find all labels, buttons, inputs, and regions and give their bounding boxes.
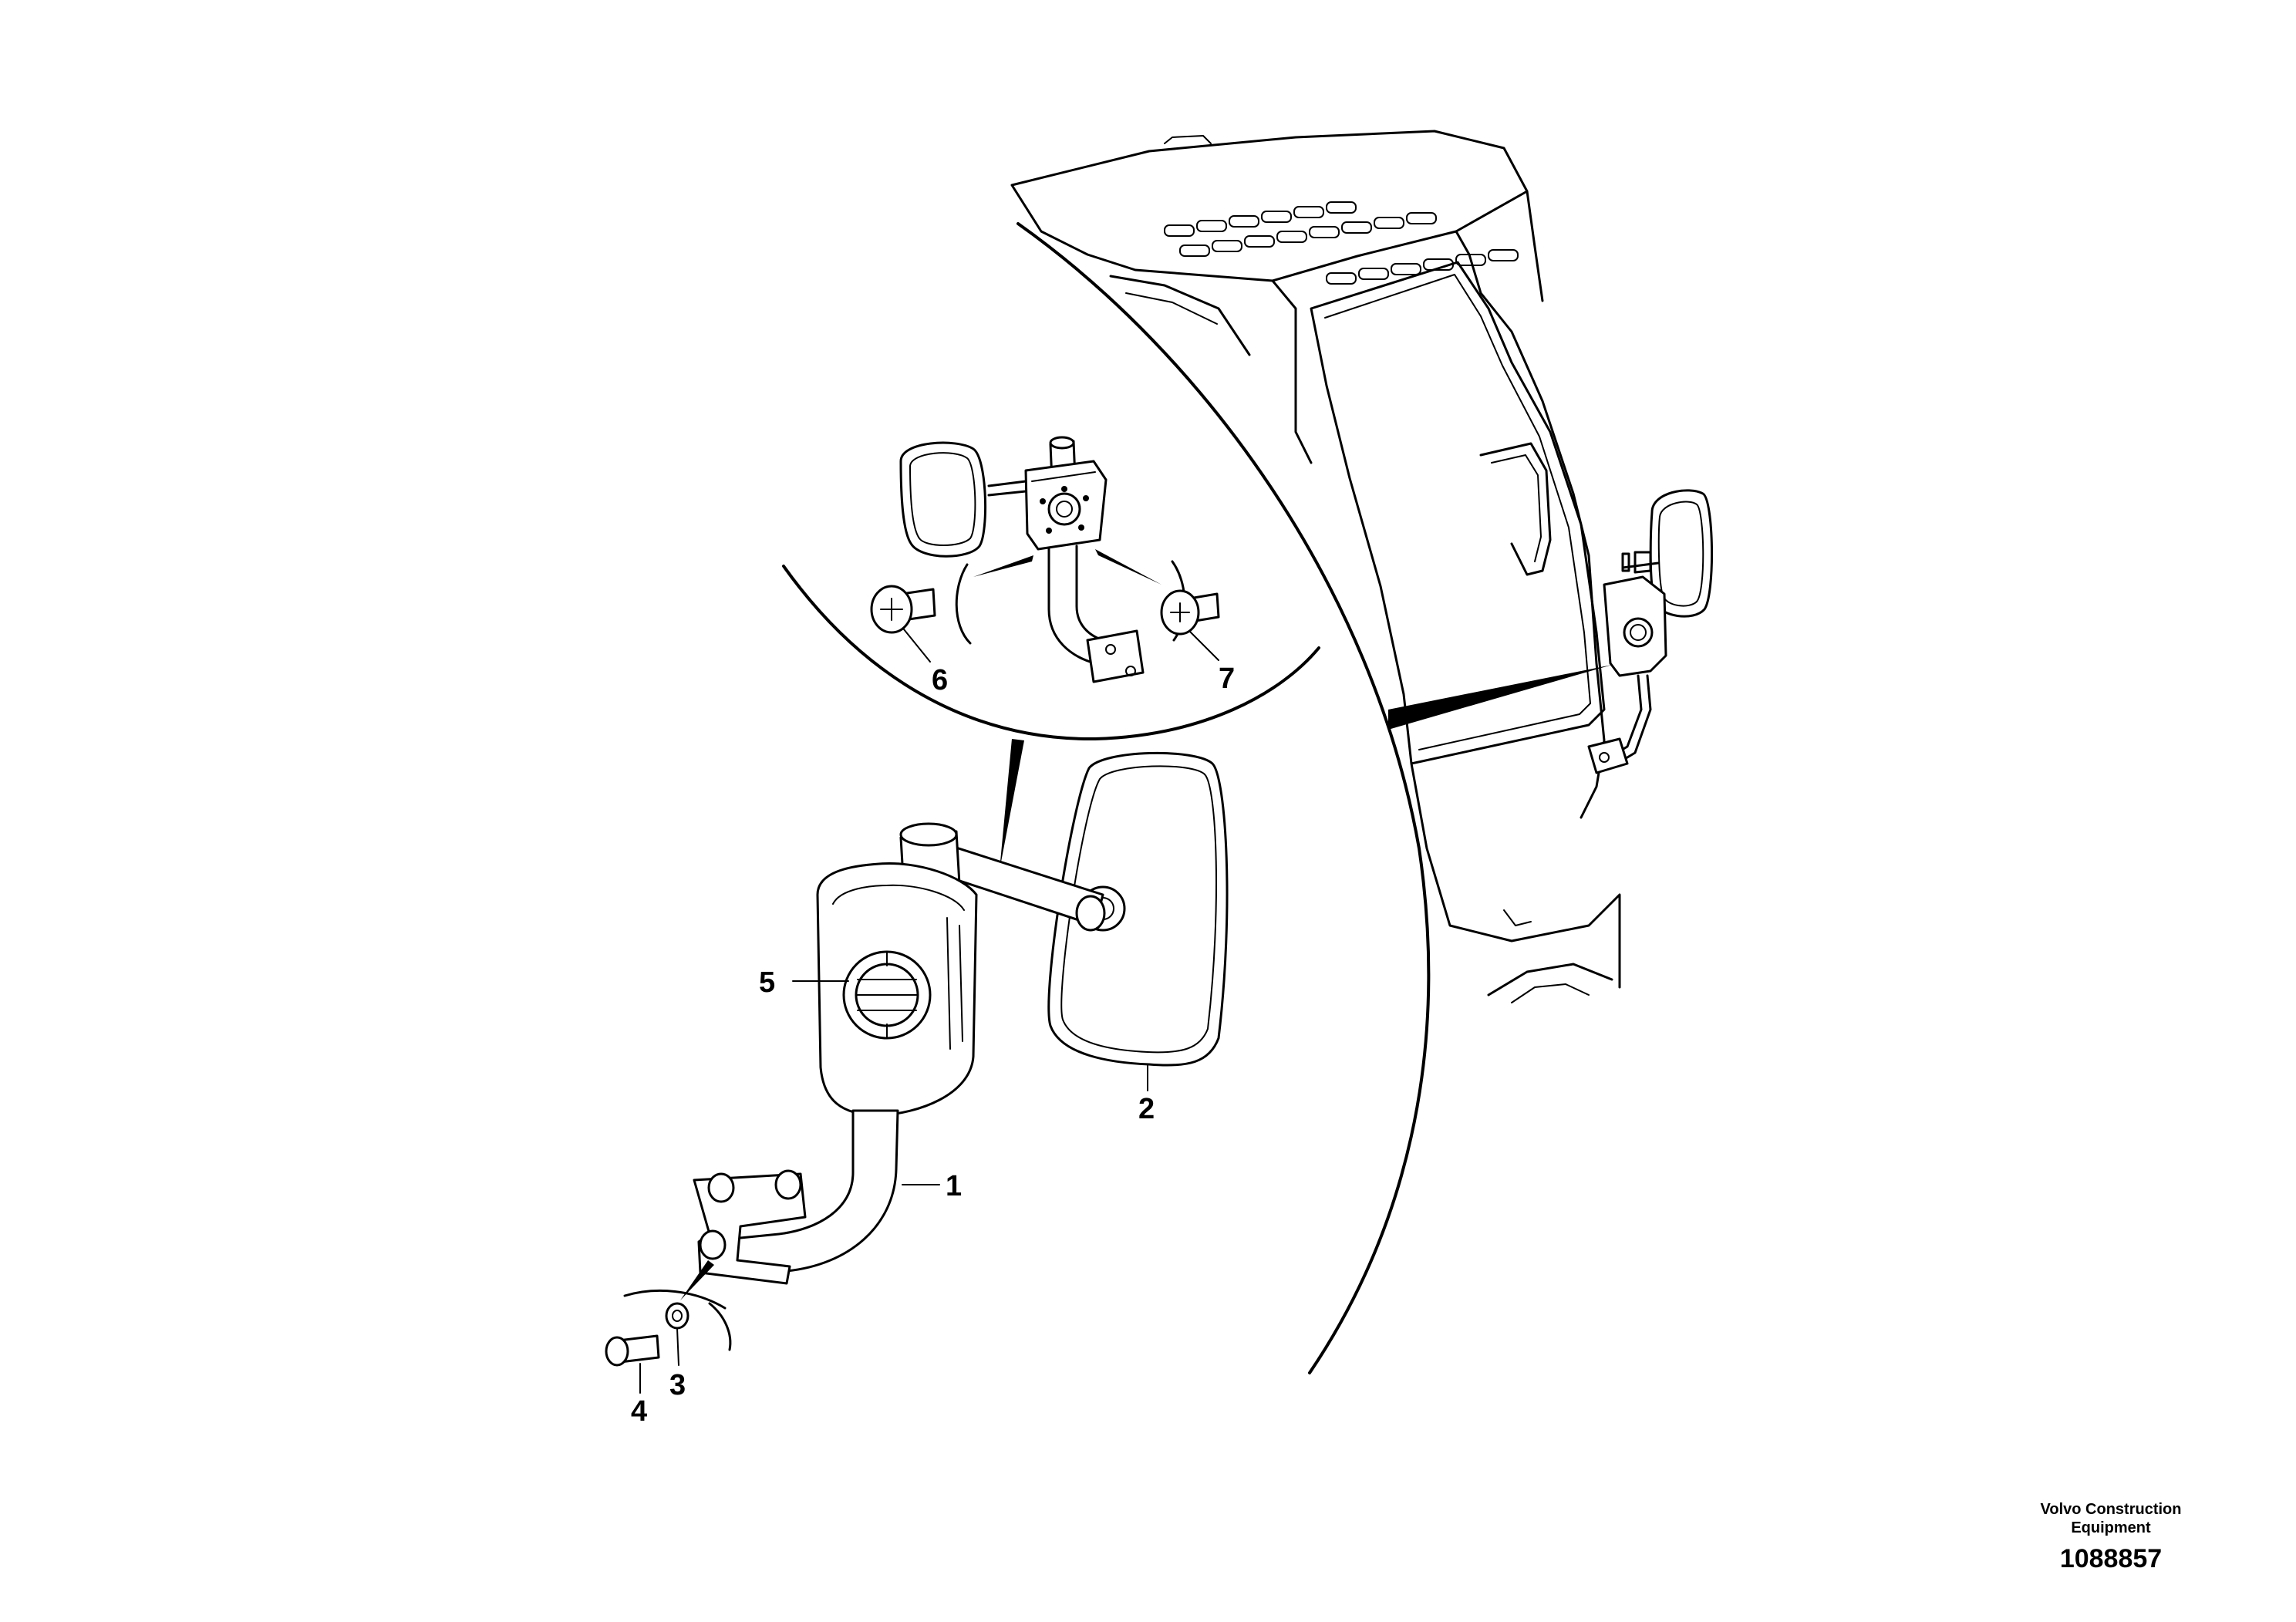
pointer-wedge-top [1000,739,1024,870]
callout-7: 7 [1219,663,1235,695]
main-mirror-assembly [693,751,1229,1285]
callout-6: 6 [932,664,948,696]
cab-mounted-mirror [1587,489,1714,774]
document-number: 1088857 [2059,1544,2163,1573]
detail-view-top [782,436,1320,741]
callout-3: 3 [669,1369,686,1401]
company-name-line2: Equipment [2071,1519,2151,1536]
footer-block: Volvo Construction Equipment 1088857 [1988,1500,2234,1576]
callout-4: 4 [631,1395,647,1428]
callout-1: 1 [946,1170,962,1202]
detail-boundary-arc [1017,222,1431,1374]
callout-2: 2 [1138,1093,1155,1125]
company-name-line1: Volvo Construction [2040,1501,2182,1518]
callout-5: 5 [759,966,775,999]
roof-vent-grille [1164,201,1519,285]
pointer-wedge-cab [1388,665,1612,730]
cab-illustration [1010,130,1621,1003]
detail-view-bottom [605,1260,732,1394]
